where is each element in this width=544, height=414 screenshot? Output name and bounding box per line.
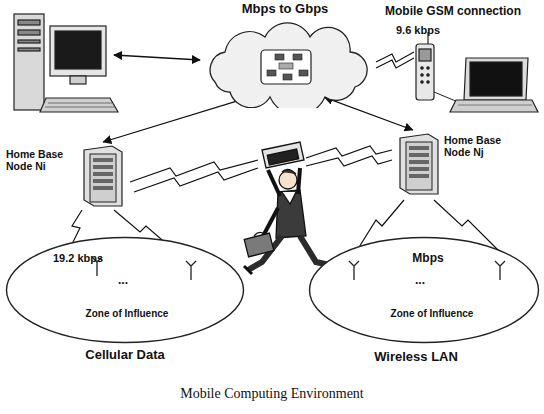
node-text: Mbps to Gbps	[242, 2, 329, 17]
rate-label: 9.6 kbps	[396, 24, 440, 36]
network-host	[293, 54, 302, 60]
network-host	[275, 54, 284, 60]
network-host	[283, 74, 292, 80]
antenna-symbol	[349, 261, 359, 280]
server-icon	[78, 144, 124, 208]
node-text: Home Base Node Nj	[444, 134, 510, 158]
zone-node: 19.2 kbps... Zone of InfluenceCellular Da…	[5, 236, 245, 368]
drive-bay	[409, 167, 429, 171]
desktop-computer	[14, 14, 118, 112]
node-text: ...	[118, 274, 128, 288]
node-text: Mbps	[412, 252, 443, 266]
wireless-bolt	[306, 156, 392, 166]
zone-node: Mbps... Zone of InfluenceWireless LAN	[308, 236, 540, 368]
node-text: Zone of Influence	[391, 308, 474, 320]
wireless-bolt	[134, 168, 258, 192]
antenna-symbol	[495, 261, 505, 280]
zone-ellipse	[5, 236, 245, 344]
server-icon	[394, 132, 440, 196]
network-frame	[261, 50, 311, 84]
home-base-node: Home Base Node Ni	[4, 142, 128, 212]
node-text: Cellular Data	[85, 348, 164, 363]
drive-bay	[409, 153, 429, 157]
zone-outline	[310, 238, 539, 343]
wireless-bolt	[376, 58, 414, 68]
drive-bay	[409, 160, 429, 164]
node-text: Wireless LAN	[374, 350, 458, 365]
drive-bay	[409, 146, 429, 150]
node-text: 19.2 kbps	[53, 252, 103, 265]
wireless-bolt	[130, 160, 258, 182]
rate-label: Mobile GSM connection	[385, 4, 521, 18]
antenna-symbol	[186, 261, 196, 280]
link-arrow	[325, 97, 413, 130]
server-front	[90, 154, 116, 202]
phone-cable	[434, 92, 458, 102]
mobile-phone	[416, 32, 434, 100]
node-text: ...	[415, 274, 425, 288]
drive-bay	[93, 186, 113, 190]
server-case	[84, 146, 122, 206]
node-text: Home Base Node Ni	[6, 148, 72, 172]
network-host	[299, 70, 308, 76]
drive-bay	[409, 174, 429, 178]
home-base-node: Home Base Node Nj	[392, 130, 540, 200]
server-case	[400, 134, 438, 194]
link-arrow	[114, 55, 200, 60]
drive-bay	[93, 172, 113, 176]
figure-caption: Mobile Computing Environment	[0, 386, 544, 402]
server-front	[406, 142, 432, 190]
network-cloud-node: Mbps to Gbps	[195, 2, 375, 108]
zone-outline	[7, 238, 244, 343]
drive-bay	[93, 158, 113, 162]
drive-bay	[93, 179, 113, 183]
wireless-bolt	[306, 146, 392, 158]
laptop	[450, 58, 538, 112]
network-hub	[279, 63, 293, 69]
network-cloud	[195, 20, 375, 108]
node-text: Zone of Influence	[86, 308, 169, 320]
cloud-outline	[210, 23, 367, 108]
drive-bay	[93, 165, 113, 169]
network-host	[267, 70, 276, 76]
link-arrow	[103, 97, 249, 142]
mobile-user	[244, 142, 340, 274]
